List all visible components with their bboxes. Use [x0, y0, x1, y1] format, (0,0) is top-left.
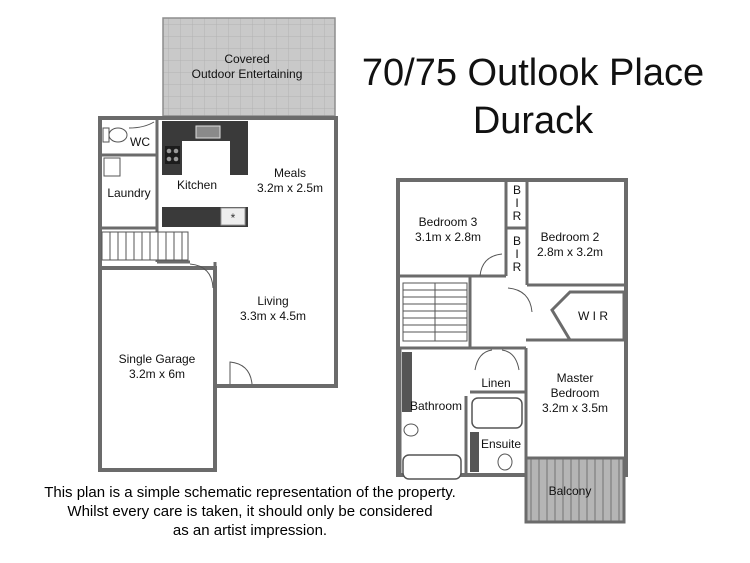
disclaimer-line-1: This plan is a simple schematic represen…	[44, 484, 456, 501]
plan-title-line-2: Durack	[473, 100, 594, 142]
bedroom2-label: Bedroom 2	[541, 230, 600, 244]
bir-top-letter-3: R	[513, 209, 522, 223]
wc-door-swing	[128, 121, 155, 129]
bir-top-letter-1: B	[513, 183, 521, 197]
upper-floor	[396, 178, 628, 524]
ensuite-toilet-icon	[497, 453, 513, 471]
living-label: Living	[257, 294, 288, 308]
bathroom-toilet-icon	[403, 423, 419, 437]
bir-top-letter-2: I	[515, 196, 518, 210]
wir-outline	[550, 290, 626, 342]
master-bedroom-label-1: Master	[557, 371, 594, 385]
front-door-swing	[229, 361, 253, 385]
bedroom3-label: Bedroom 3	[419, 215, 478, 229]
ground-floor: *	[98, 17, 338, 472]
bedroom3-door-swing	[479, 253, 503, 277]
dishwasher-icon	[220, 207, 246, 226]
cooktop-icon	[165, 146, 180, 164]
garage-door-swing	[189, 263, 214, 289]
upper-stairs	[402, 282, 468, 342]
ensuite-bathtub	[471, 397, 523, 429]
garage-outline	[98, 266, 217, 472]
wir-label: W I R	[578, 309, 608, 323]
wc-label: WC	[130, 135, 150, 149]
master-bedroom-size: 3.2m x 3.5m	[542, 401, 608, 415]
bathroom-vanity	[402, 352, 412, 412]
sink-icon	[195, 125, 221, 139]
ensuite-vanity	[470, 432, 479, 472]
bir-bottom-letter-2: I	[515, 247, 518, 261]
master-bedroom-label-2: Bedroom	[551, 386, 600, 400]
kitchen-bench-right	[230, 141, 248, 175]
covered-outdoor-label: Covered	[224, 52, 269, 66]
covered-outdoor-label-2: Outdoor Entertaining	[192, 67, 303, 81]
disclaimer-line-2: Whilst every care is taken, it should on…	[67, 503, 433, 520]
laundry-tub-icon	[103, 157, 121, 177]
meals-size: 3.2m x 2.5m	[257, 181, 323, 195]
balcony-label: Balcony	[549, 484, 592, 498]
garage-label: Single Garage	[119, 352, 196, 366]
garage-size: 3.2m x 6m	[129, 367, 185, 381]
bedroom3-size: 3.1m x 2.8m	[415, 230, 481, 244]
plan-title-line-1: 70/75 Outlook Place	[362, 52, 704, 94]
svg-text:*: *	[231, 211, 236, 225]
linen-door-swing	[474, 349, 520, 371]
laundry-label: Laundry	[107, 186, 150, 200]
covered-outdoor-area	[162, 17, 336, 117]
kitchen-label: Kitchen	[177, 178, 217, 192]
ensuite-label: Ensuite	[481, 437, 521, 451]
living-size: 3.3m x 4.5m	[240, 309, 306, 323]
bathroom-label: Bathroom	[410, 399, 462, 413]
bathroom-bathtub	[402, 454, 462, 480]
bir-bottom-letter-1: B	[513, 234, 521, 248]
bedroom2-door-swing	[507, 287, 533, 313]
bir-bottom-letter-3: R	[513, 260, 522, 274]
disclaimer: This plan is a simple schematic represen…	[0, 483, 500, 540]
balcony-deck	[524, 456, 626, 524]
linen-label: Linen	[481, 376, 510, 390]
meals-label: Meals	[274, 166, 306, 180]
toilet-icon	[102, 127, 128, 143]
ground-stairs	[101, 231, 189, 261]
bedroom2-size: 2.8m x 3.2m	[537, 245, 603, 259]
disclaimer-line-3: as an artist impression.	[172, 522, 328, 539]
